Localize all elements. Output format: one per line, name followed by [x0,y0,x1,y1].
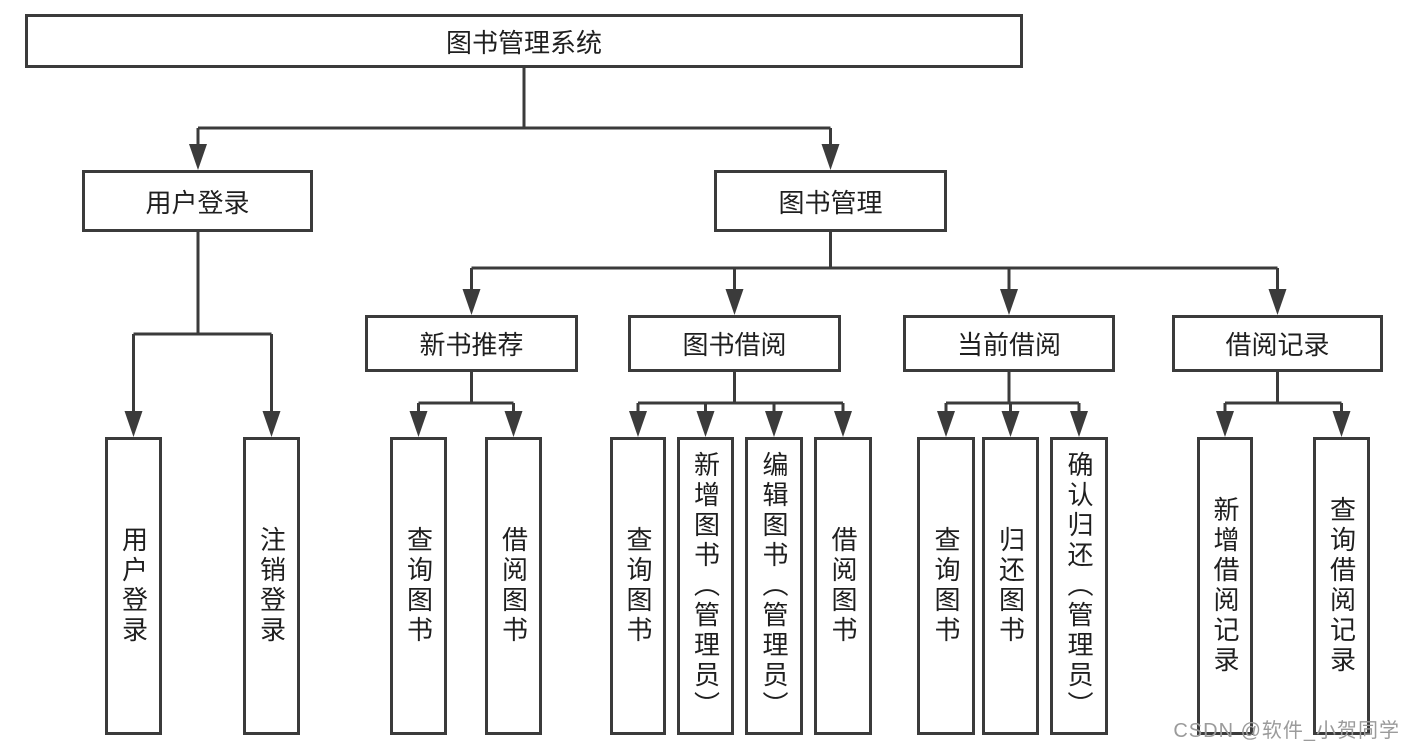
arrowhead-icon [725,289,744,315]
arrowhead-icon [1216,411,1234,437]
arrowhead-icon [937,411,955,437]
leaf-add-book-admin: 新增图书（管理员） [677,437,734,735]
arrowhead-icon [1001,411,1020,437]
node-user-login: 用户登录 [82,170,313,232]
leaf-label: 注销登录 [256,526,287,646]
leaf-user-login: 用户登录 [105,437,162,735]
arrowhead-icon [1332,411,1351,437]
arrowhead-icon [696,411,715,437]
leaf-query-book-current: 查询图书 [917,437,975,735]
arrowhead-icon [1268,289,1287,315]
leaf-label: 编辑图书（管理员） [759,451,789,721]
node-book-borrowing-label: 图书借阅 [682,330,787,360]
leaf-add-borrow-record: 新增借阅记录 [1197,437,1253,735]
leaf-return-book: 归还图书 [982,437,1039,735]
node-book-borrowing: 图书借阅 [628,315,841,372]
leaf-confirm-return-admin: 确认归还（管理员） [1050,437,1108,735]
node-root-label: 图书管理系统 [445,27,602,58]
arrowhead-icon [462,289,481,315]
leaf-query-book-recommend: 查询图书 [390,437,447,735]
arrowhead-icon [1070,411,1088,437]
node-user-login-label: 用户登录 [145,187,250,218]
leaf-label: 查询图书 [931,526,961,646]
arrowhead-icon [262,411,281,437]
leaf-label: 查询图书 [623,526,653,646]
node-borrow-records-label: 借阅记录 [1225,330,1330,360]
leaf-label: 借阅图书 [498,526,529,646]
leaf-label: 新增借阅记录 [1210,496,1240,676]
node-book-management-label: 图书管理 [778,187,883,218]
node-book-management: 图书管理 [714,170,947,232]
leaf-logout: 注销登录 [243,437,300,735]
leaf-label: 借阅图书 [828,526,858,646]
leaf-query-borrow-record: 查询借阅记录 [1313,437,1370,735]
leaf-label: 查询借阅记录 [1326,496,1357,676]
arrowhead-icon [409,411,428,437]
node-current-borrowing: 当前借阅 [903,315,1115,372]
leaf-label: 查询图书 [403,526,434,646]
arrowhead-icon [629,411,647,437]
leaf-label: 新增图书（管理员） [690,451,721,721]
arrowhead-icon [1000,289,1018,315]
node-borrow-records: 借阅记录 [1172,315,1383,372]
node-new-book-recommend: 新书推荐 [365,315,578,372]
leaf-query-book-borrow: 查询图书 [610,437,666,735]
arrowhead-icon [504,411,523,437]
leaf-borrow-book-recommend: 借阅图书 [485,437,542,735]
leaf-label: 用户登录 [118,526,149,646]
arrowhead-icon [834,411,852,437]
leaf-borrow-book: 借阅图书 [814,437,872,735]
node-root: 图书管理系统 [25,14,1023,68]
watermark: CSDN @软件_小贺同学 [1173,720,1400,742]
arrowhead-icon [821,144,840,170]
leaf-edit-book-admin: 编辑图书（管理员） [745,437,803,735]
arrowhead-icon [124,411,143,437]
node-new-book-recommend-label: 新书推荐 [419,330,524,360]
leaf-label: 确认归还（管理员） [1064,451,1094,721]
arrowhead-icon [765,411,783,437]
leaf-label: 归还图书 [995,526,1026,646]
arrowhead-icon [189,144,207,170]
node-current-borrowing-label: 当前借阅 [956,330,1061,360]
